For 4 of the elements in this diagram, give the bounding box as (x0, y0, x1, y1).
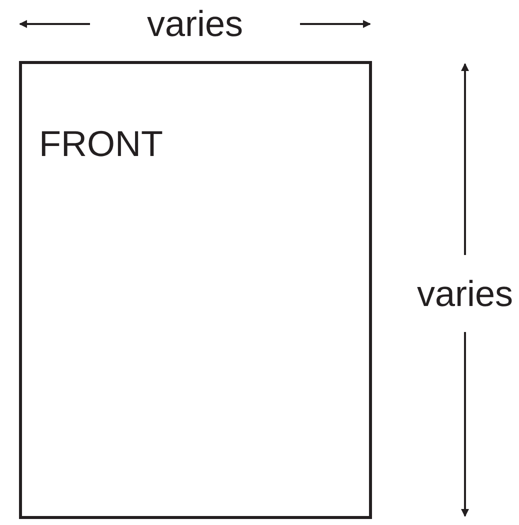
page-rectangle (19, 61, 372, 519)
dimension-label: varies (146, 6, 244, 42)
panel-label: FRONT (39, 126, 163, 162)
dimension-label: varies (416, 276, 514, 312)
